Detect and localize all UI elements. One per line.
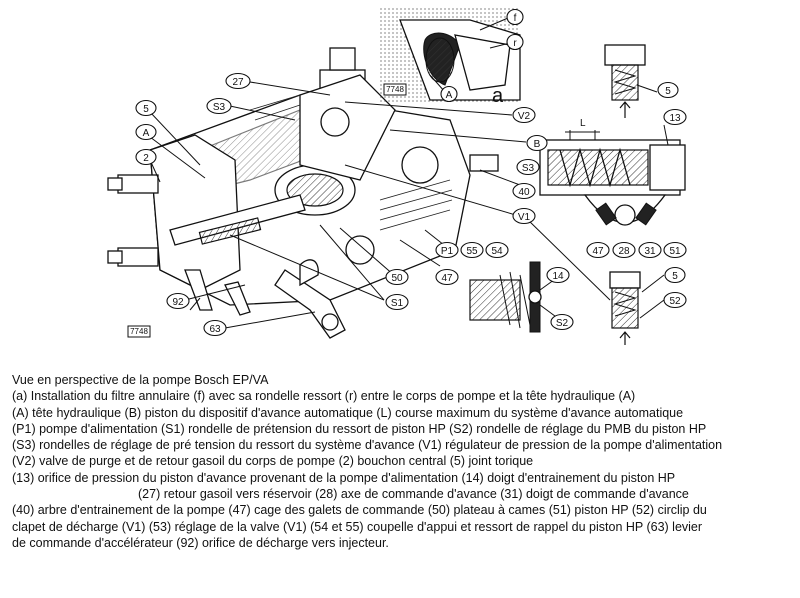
purge-valve-drawing <box>604 44 646 118</box>
caption-line: de commande d'accélérateur (92) orifice … <box>12 535 389 550</box>
piston-spring-drawing <box>469 261 542 333</box>
callout-a-inset: A <box>440 85 458 103</box>
caption-line: (S3) rondelles de réglage de pré tension… <box>12 438 723 453</box>
svg-text:S3: S3 <box>522 163 535 174</box>
callout-labels: 27 S3 5 A 2 P1 55 54 14 S2 50 47 47 28 3… <box>127 8 687 338</box>
regulator-valve-drawing <box>609 271 641 345</box>
callout-47-right: 47 <box>586 241 610 259</box>
svg-text:f: f <box>514 13 517 24</box>
svg-text:63: 63 <box>209 324 221 335</box>
svg-text:7748: 7748 <box>130 327 148 336</box>
svg-text:S3: S3 <box>213 102 226 113</box>
callout-63: 63 <box>203 319 227 337</box>
callout-28: 28 <box>612 241 636 259</box>
svg-text:A: A <box>143 128 150 139</box>
svg-text:92: 92 <box>172 297 184 308</box>
svg-text:P1: P1 <box>441 246 454 257</box>
callout-s2: S2 <box>550 313 574 331</box>
svg-text:40: 40 <box>518 187 530 198</box>
svg-text:L: L <box>580 118 586 129</box>
callout-v2: V2 <box>512 106 536 124</box>
ref-number-inset: 7748 <box>383 83 407 96</box>
caption-line: (P1) pompe d'alimentation (S1) rondelle … <box>12 421 707 436</box>
callout-13: 13 <box>663 108 687 126</box>
callout-s1: S1 <box>385 293 409 311</box>
pump-body-drawing <box>107 47 499 339</box>
callout-b: B <box>526 134 548 152</box>
callout-50: 50 <box>385 268 409 286</box>
caption-line: (13) orifice de pression du piston d'ava… <box>12 470 676 485</box>
svg-text:51: 51 <box>669 246 681 257</box>
callout-s3-top: S3 <box>206 97 232 115</box>
callout-52: 52 <box>663 291 687 309</box>
svg-text:47: 47 <box>441 273 453 284</box>
callout-55: 55 <box>460 241 484 259</box>
caption-line: (27) retour gasoil vers réservoir (28) a… <box>138 487 689 502</box>
caption-title: Vue en perspective de la pompe Bosch EP/… <box>12 373 269 387</box>
svg-text:V1: V1 <box>518 212 531 223</box>
callout-p1: P1 <box>435 241 459 259</box>
callout-r: r <box>506 33 524 51</box>
svg-text:S2: S2 <box>556 318 569 329</box>
callout-40: 40 <box>512 182 536 200</box>
svg-text:28: 28 <box>618 246 630 257</box>
callout-f: f <box>506 8 524 26</box>
ref-number-main: 7748 <box>127 325 151 338</box>
svg-text:5: 5 <box>665 86 671 97</box>
callout-14: 14 <box>546 266 570 284</box>
caption-line: (V2) valve de purge et de retour gasoil … <box>12 454 534 469</box>
svg-text:14: 14 <box>552 271 564 282</box>
callout-s3-right: S3 <box>516 158 540 176</box>
svg-text:V2: V2 <box>518 111 531 122</box>
advance-section-drawing <box>539 130 686 226</box>
svg-text:S1: S1 <box>391 298 404 309</box>
svg-text:52: 52 <box>669 296 681 307</box>
callout-v1: V1 <box>512 207 536 225</box>
callout-31: 31 <box>638 241 662 259</box>
callout-5-right-bottom: 5 <box>664 266 686 284</box>
svg-text:a: a <box>492 85 504 107</box>
inset-letter-a: a <box>492 85 504 107</box>
svg-text:A: A <box>446 90 453 101</box>
callout-a-left: A <box>135 123 157 141</box>
callout-27: 27 <box>225 72 251 90</box>
svg-text:B: B <box>534 139 541 150</box>
svg-text:2: 2 <box>143 153 149 164</box>
caption-line: (A) tête hydraulique (B) piston du dispo… <box>12 405 684 420</box>
svg-text:54: 54 <box>491 246 503 257</box>
svg-text:27: 27 <box>232 77 244 88</box>
svg-text:13: 13 <box>669 113 681 124</box>
callout-l: L <box>580 118 586 129</box>
callout-2: 2 <box>135 148 157 166</box>
svg-text:5: 5 <box>143 104 149 115</box>
svg-text:r: r <box>513 38 517 49</box>
svg-text:7748: 7748 <box>386 85 404 94</box>
callout-92: 92 <box>166 292 190 310</box>
svg-text:47: 47 <box>592 246 604 257</box>
caption-line: clapet de décharge (V1) (53) réglage de … <box>12 519 703 534</box>
exploded-diagram: 27 S3 5 A 2 P1 55 54 14 S2 50 47 47 28 3… <box>107 6 687 345</box>
figure-caption: Vue en perspective de la pompe Bosch EP/… <box>12 372 792 551</box>
callout-47-center: 47 <box>435 268 459 286</box>
caption-line: (a) Installation du filtre annulaire (f)… <box>12 389 636 404</box>
callout-5-right-top: 5 <box>657 81 679 99</box>
svg-text:55: 55 <box>466 246 478 257</box>
callout-54: 54 <box>485 241 509 259</box>
svg-text:50: 50 <box>391 273 403 284</box>
callout-51: 51 <box>663 241 687 259</box>
caption-line: (40) arbre d'entrainement de la pompe (4… <box>12 503 707 518</box>
callout-5-left: 5 <box>135 99 157 117</box>
leader-lines <box>149 81 669 329</box>
svg-text:31: 31 <box>644 246 656 257</box>
svg-text:5: 5 <box>672 271 678 282</box>
